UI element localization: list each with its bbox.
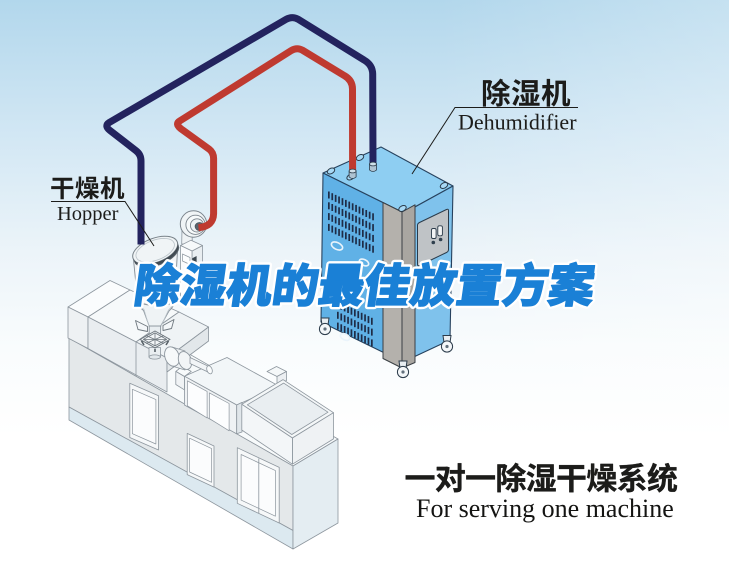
svg-text:For serving one machine: For serving one machine <box>416 494 674 523</box>
svg-text:Hopper: Hopper <box>57 203 119 225</box>
svg-text:Dehumidifier: Dehumidifier <box>458 110 577 135</box>
